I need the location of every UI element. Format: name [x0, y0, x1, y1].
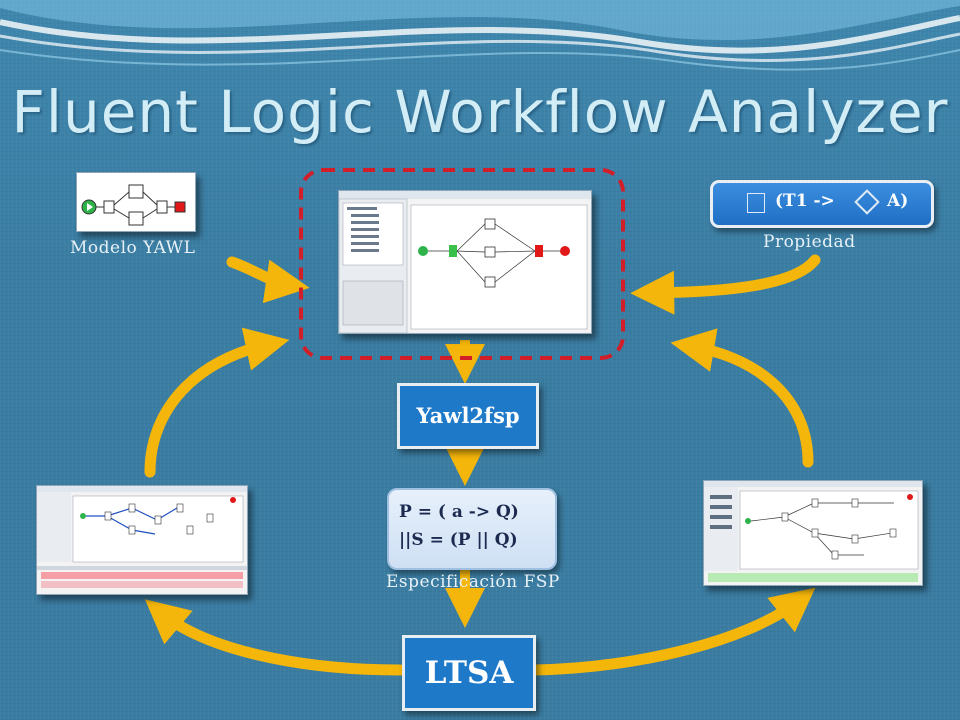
- arrow-yawl-to-editor: [226, 256, 310, 304]
- arrow-right-up: [670, 328, 814, 468]
- yawl-model-thumbnail: [76, 172, 196, 232]
- arrow-left-up: [144, 327, 290, 478]
- ltsa-box: LTSA: [402, 635, 536, 711]
- editor-highlight-frame: [299, 168, 625, 360]
- fsp-line-1: P = ( a -> Q): [399, 502, 519, 522]
- formula-part-2: A): [887, 191, 909, 211]
- left-result-screenshot: [36, 485, 248, 595]
- arrow-ltsa-to-left: [144, 599, 406, 676]
- formula-part-1: (T1 ->: [775, 191, 835, 211]
- fsp-line-2: ||S = (P || Q): [399, 530, 518, 550]
- right-result-screenshot: [703, 480, 923, 586]
- property-label: Propiedad: [763, 232, 856, 252]
- fsp-code-box: P = ( a -> Q) ||S = (P || Q): [387, 488, 557, 570]
- arrow-property-to-editor: [630, 254, 821, 315]
- fsp-spec-label: Especificación FSP: [386, 572, 560, 592]
- wave-decoration: [0, 0, 960, 71]
- eventually-operator-icon: [854, 189, 880, 215]
- always-operator-icon: [747, 193, 765, 213]
- arrow-ltsa-to-right: [529, 587, 816, 676]
- yawl-editor-screenshot: [338, 190, 592, 334]
- slide-title: Fluent Logic Workflow Analyzer: [11, 78, 949, 146]
- yawl-model-label: Modelo YAWL: [70, 238, 196, 258]
- yawl2fsp-box: Yawl2fsp: [397, 383, 539, 449]
- property-formula-box: (T1 -> A): [710, 180, 934, 228]
